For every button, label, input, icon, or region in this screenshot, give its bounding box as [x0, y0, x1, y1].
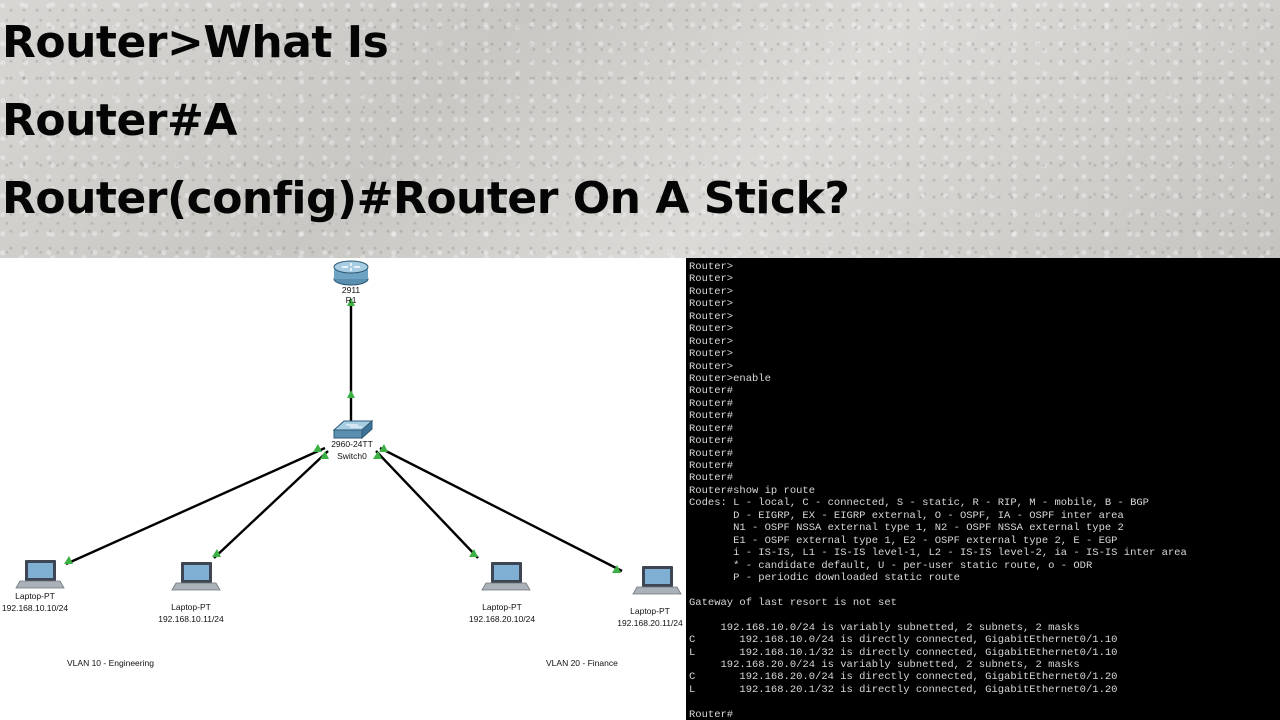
laptop-2-ip-label: 192.168.10.11/24 — [158, 614, 224, 624]
terminal-line: Router> — [689, 298, 734, 311]
link-switch-laptop-1 — [65, 446, 326, 566]
router-icon[interactable] — [333, 260, 369, 286]
router-model-label: 2911 — [341, 285, 361, 295]
terminal-line: Router# — [689, 472, 734, 485]
laptop-1-ip-label: 192.168.10.10/24 — [1, 603, 69, 613]
terminal-line: Router# — [689, 460, 734, 472]
vlan-20-label: VLAN 20 - Finance — [546, 658, 618, 668]
title-line-3: Router(config)#Router On A Stick? — [2, 173, 850, 224]
status-up-icon — [313, 444, 322, 452]
terminal-line: Router# — [689, 447, 734, 460]
terminal-line: C 192.168.20.0/24 is directly connected,… — [689, 671, 1118, 684]
links — [65, 299, 623, 573]
status-up-icon — [347, 390, 355, 398]
terminal-line: Router> — [689, 285, 734, 298]
laptop-3-ip-label: 192.168.20.10/24 — [468, 614, 536, 624]
status-up-icon — [379, 444, 388, 452]
laptop-4-type-label: Laptop-PT — [630, 606, 670, 616]
link-switch-laptop-2 — [213, 450, 329, 559]
terminal-line: Router> — [689, 348, 734, 361]
terminal-line: Router> — [689, 310, 734, 323]
terminal-line: Codes: L - local, C - connected, S - sta… — [689, 497, 1149, 510]
terminal-line: Router#show ip route — [689, 484, 816, 497]
terminal-line: C 192.168.10.0/24 is directly connected,… — [689, 634, 1118, 647]
status-up-icon — [212, 549, 221, 557]
status-up-icon — [347, 298, 355, 306]
router-name-label: R1 — [345, 295, 357, 305]
laptop-icon-4[interactable] — [632, 566, 682, 595]
terminal-line: L 192.168.20.1/32 is directly connected,… — [689, 683, 1118, 696]
terminal-line: Router> — [689, 335, 734, 348]
network-topology-diagram: 2911 R1 2960-24TT Switch0 Laptop-PT 192.… — [0, 258, 686, 720]
terminal-line: i - IS-IS, L1 - IS-IS level-1, L2 - IS-I… — [689, 547, 1187, 560]
terminal-line: P - periodic downloaded static route — [689, 571, 960, 584]
terminal-line: 192.168.20.0/24 is variably subnetted, 2… — [689, 659, 1080, 671]
link-switch-laptop-3 — [375, 450, 479, 559]
laptop-icon-1[interactable] — [15, 560, 65, 589]
terminal-line: Router> — [689, 360, 734, 373]
terminal-line: * - candidate default, U - per-user stat… — [689, 559, 1093, 572]
link-switch-laptop-4 — [379, 446, 623, 573]
status-up-icon — [320, 451, 329, 459]
laptop-2-type-label: Laptop-PT — [171, 602, 211, 612]
terminal-line: Router# — [689, 422, 734, 435]
terminal-line: E1 - OSPF external type 1, E2 - OSPF ext… — [689, 534, 1118, 547]
status-up-icon — [373, 451, 382, 459]
topology-canvas — [15, 260, 682, 595]
terminal-line: 192.168.10.0/24 is variably subnetted, 2… — [689, 621, 1080, 634]
cli-terminal[interactable]: Router>Router>Router>Router>Router>Route… — [686, 258, 1280, 720]
title-banner: Router>What Is Router#A Router(config)#R… — [0, 0, 1280, 258]
terminal-line — [689, 696, 1280, 708]
terminal-line — [689, 584, 1280, 596]
terminal-line: Router> — [689, 323, 734, 336]
terminal-line: Gateway of last resort is not set — [689, 596, 897, 609]
terminal-line: Router> — [689, 273, 734, 286]
laptop-1-type-label: Laptop-PT — [15, 591, 55, 601]
terminal-line: Router# — [689, 385, 734, 398]
terminal-line: Router# — [689, 435, 734, 448]
status-up-icon — [469, 549, 478, 557]
terminal-line: Router# — [689, 397, 734, 410]
terminal-line: D - EIGRP, EX - EIGRP external, O - OSPF… — [689, 509, 1124, 522]
terminal-line: Router# — [689, 708, 734, 720]
link-status-indicators — [64, 298, 621, 573]
terminal-line: Router>enable — [689, 372, 771, 385]
status-up-icon — [64, 556, 73, 564]
laptop-icon-3[interactable] — [481, 562, 531, 591]
terminal-line — [689, 609, 1280, 621]
laptop-4-ip-label: 192.168.20.11/24 — [617, 618, 683, 628]
title-line-1: Router>What Is — [2, 17, 389, 68]
switch-icon[interactable] — [332, 419, 374, 440]
switch-model-label: 2960-24TT — [331, 439, 373, 449]
terminal-line: L 192.168.10.1/32 is directly connected,… — [689, 646, 1118, 659]
terminal-line: N1 - OSPF NSSA external type 1, N2 - OSP… — [689, 522, 1124, 535]
terminal-line: Router> — [689, 261, 734, 273]
laptop-3-type-label: Laptop-PT — [482, 602, 522, 612]
terminal-line: Router# — [689, 410, 734, 423]
laptop-icon-2[interactable] — [171, 562, 221, 591]
title-line-2: Router#A — [2, 95, 237, 146]
status-up-icon — [612, 565, 621, 573]
switch-name-label: Switch0 — [337, 451, 367, 461]
vlan-10-label: VLAN 10 - Engineering — [67, 658, 154, 668]
